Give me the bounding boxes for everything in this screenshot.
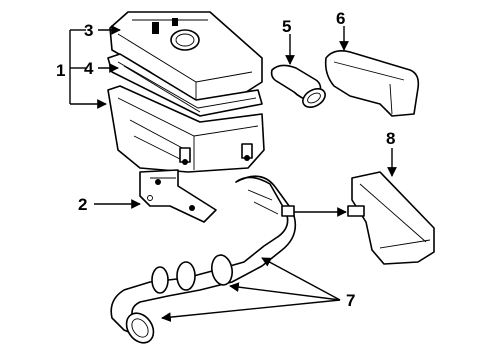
callout-2: 2 [78, 195, 87, 214]
mounting-bracket [139, 169, 217, 223]
callout-3: 3 [84, 21, 93, 40]
callout-5: 5 [282, 17, 291, 36]
callout-7: 7 [346, 291, 355, 310]
air-cleaner-cap [109, 11, 263, 105]
intake-hose [270, 64, 326, 108]
callout-6: 6 [336, 9, 345, 28]
callout-4: 4 [84, 59, 94, 78]
callout-1: 1 [56, 61, 65, 80]
air-intake-tube [110, 175, 297, 344]
resonator-duct [324, 50, 420, 117]
callout-leaders [69, 25, 397, 322]
callout-8: 8 [386, 129, 395, 148]
air-cleaner-case [107, 85, 265, 173]
air-filter-element [107, 53, 263, 117]
resonator-box [347, 171, 435, 265]
